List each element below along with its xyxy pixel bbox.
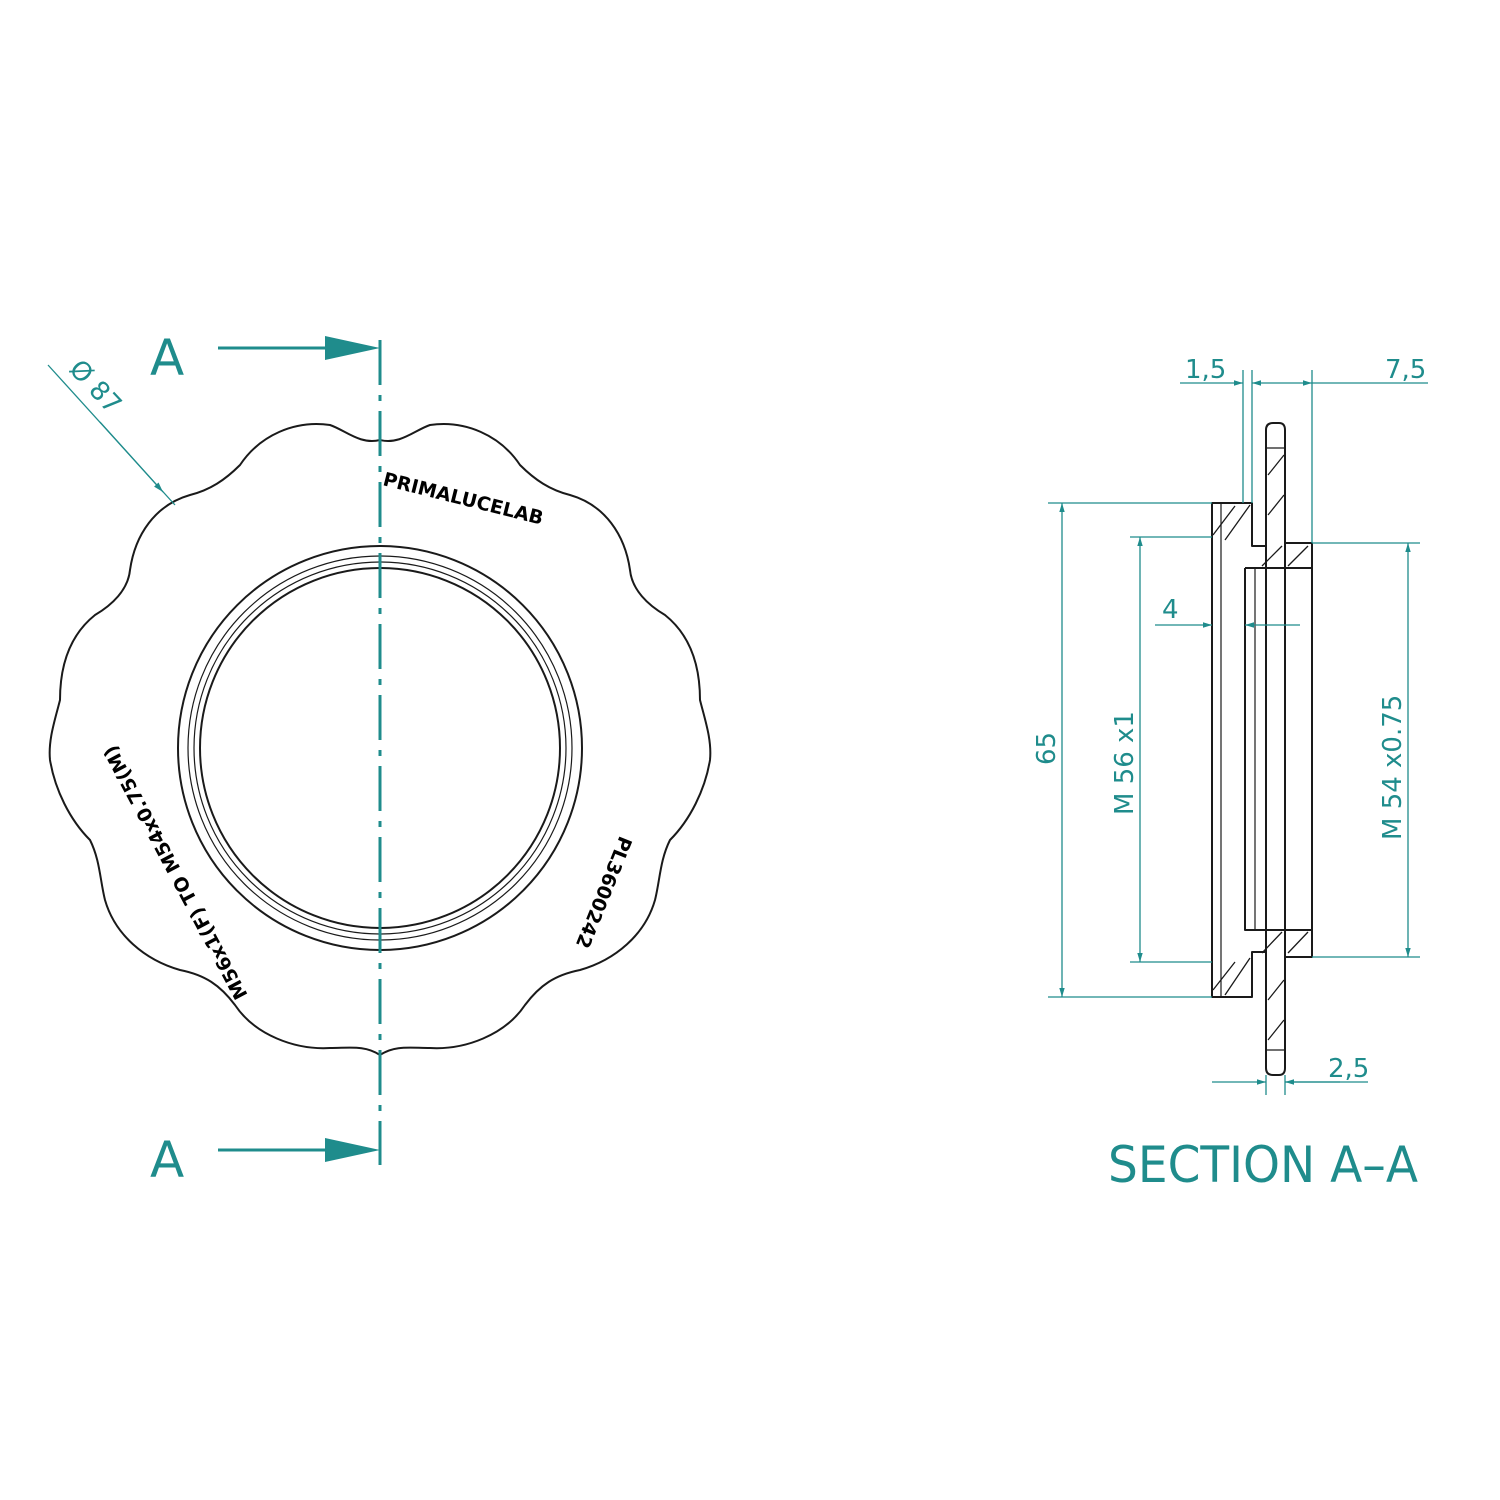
dim-thread-right: M 54 x0.75: [1378, 695, 1408, 840]
flange-profile: [1265, 422, 1286, 1076]
dim-thread-left: M 56 x1: [1110, 711, 1140, 815]
engraving-code: PL3600242: [571, 833, 636, 951]
section-hatching: [1212, 454, 1309, 1041]
inner-bore-profile: [1244, 567, 1312, 931]
dim-bottom: 2,5: [1328, 1054, 1369, 1084]
section-arrow-top-head: [325, 336, 380, 360]
cut-label-bottom: A: [150, 1131, 184, 1189]
front-view: A A Ø 87 PRIMALUCELAB M56x1(F) TO M54x0.…: [47, 329, 712, 1189]
engraving-brand: PRIMALUCELAB: [381, 469, 546, 530]
section-title: SECTION A–A: [1108, 1136, 1418, 1194]
cut-label-top: A: [150, 329, 184, 387]
section-arrow-bottom-head: [325, 1138, 380, 1162]
engraving-spec: M56x1(F) TO M54x0.75(M): [100, 742, 253, 1003]
diameter-leader-arrow: [99, 421, 164, 493]
boss-right-profile: [1285, 542, 1313, 958]
collar-left-profile: [1211, 502, 1267, 998]
dim-overall: 65: [1032, 732, 1062, 765]
dim-top-left: 1,5: [1185, 355, 1226, 385]
outer-thread-ring: [177, 545, 583, 951]
section-view: 1,5 7,5 2,5 4 65 M 56 x1 M 54 x0.75 SECT…: [1032, 355, 1428, 1194]
diameter-dimension: Ø 87: [63, 354, 127, 420]
dim-small: 4: [1162, 595, 1179, 625]
dim-top-right: 7,5: [1385, 355, 1426, 385]
